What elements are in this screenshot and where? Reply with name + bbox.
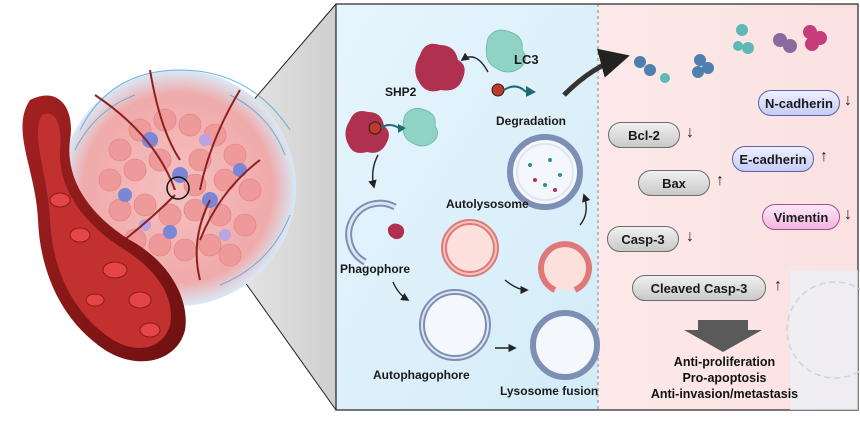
marker-bax: Bax [638,170,710,196]
e-cadherin-arrow: ↑ [820,148,828,165]
marker-casp3: Casp-3 [607,226,679,252]
phagophore-label: Phagophore [340,262,411,276]
marker-bcl2: Bcl-2 [608,122,680,148]
lc3-label: LC3 [514,52,539,67]
shp2-label: SHP2 [385,85,417,99]
marker-e-cadherin: E-cadherin [732,146,814,172]
lysosome [441,219,499,277]
lysosome-fusion-label: Lysosome fusion [500,384,599,398]
autophagophore-label: Autophagophore [373,368,470,382]
panel-frame [335,3,859,411]
vimentin-arrow: ↓ [844,206,852,223]
autolysosome-label: Autolysosome [446,197,529,211]
lc3-protein [402,29,526,147]
degradation-label: Degradation [496,114,567,128]
n-cadherin-arrow: ↓ [844,92,852,109]
outcome-1: Anti-proliferation [673,355,776,369]
autophagophore [419,289,491,361]
blood-vessel [22,95,186,362]
outcome-arrow [684,320,762,352]
cleaved-casp3-arrow: ↑ [774,277,782,294]
marker-vimentin: Vimentin [762,204,840,230]
zoom-circle [166,176,190,200]
lysosome-fusion [530,241,600,380]
outcome-3: Anti-invasion/metastasis [650,387,799,401]
casp3-arrow: ↓ [686,228,694,245]
bax-arrow: ↑ [716,172,724,189]
marker-n-cadherin: N-cadherin [758,90,840,116]
degraded-fragments [634,24,827,83]
outcomes-list: Anti-proliferation Pro-apoptosis Anti-in… [622,354,827,402]
pathway-arrows [368,48,630,353]
phagophore [345,199,397,266]
bcl2-arrow: ↓ [686,124,694,141]
autolysosome [507,134,583,210]
marker-cleaved-casp3: Cleaved Casp-3 [632,275,766,301]
outcome-2: Pro-apoptosis [682,371,767,385]
